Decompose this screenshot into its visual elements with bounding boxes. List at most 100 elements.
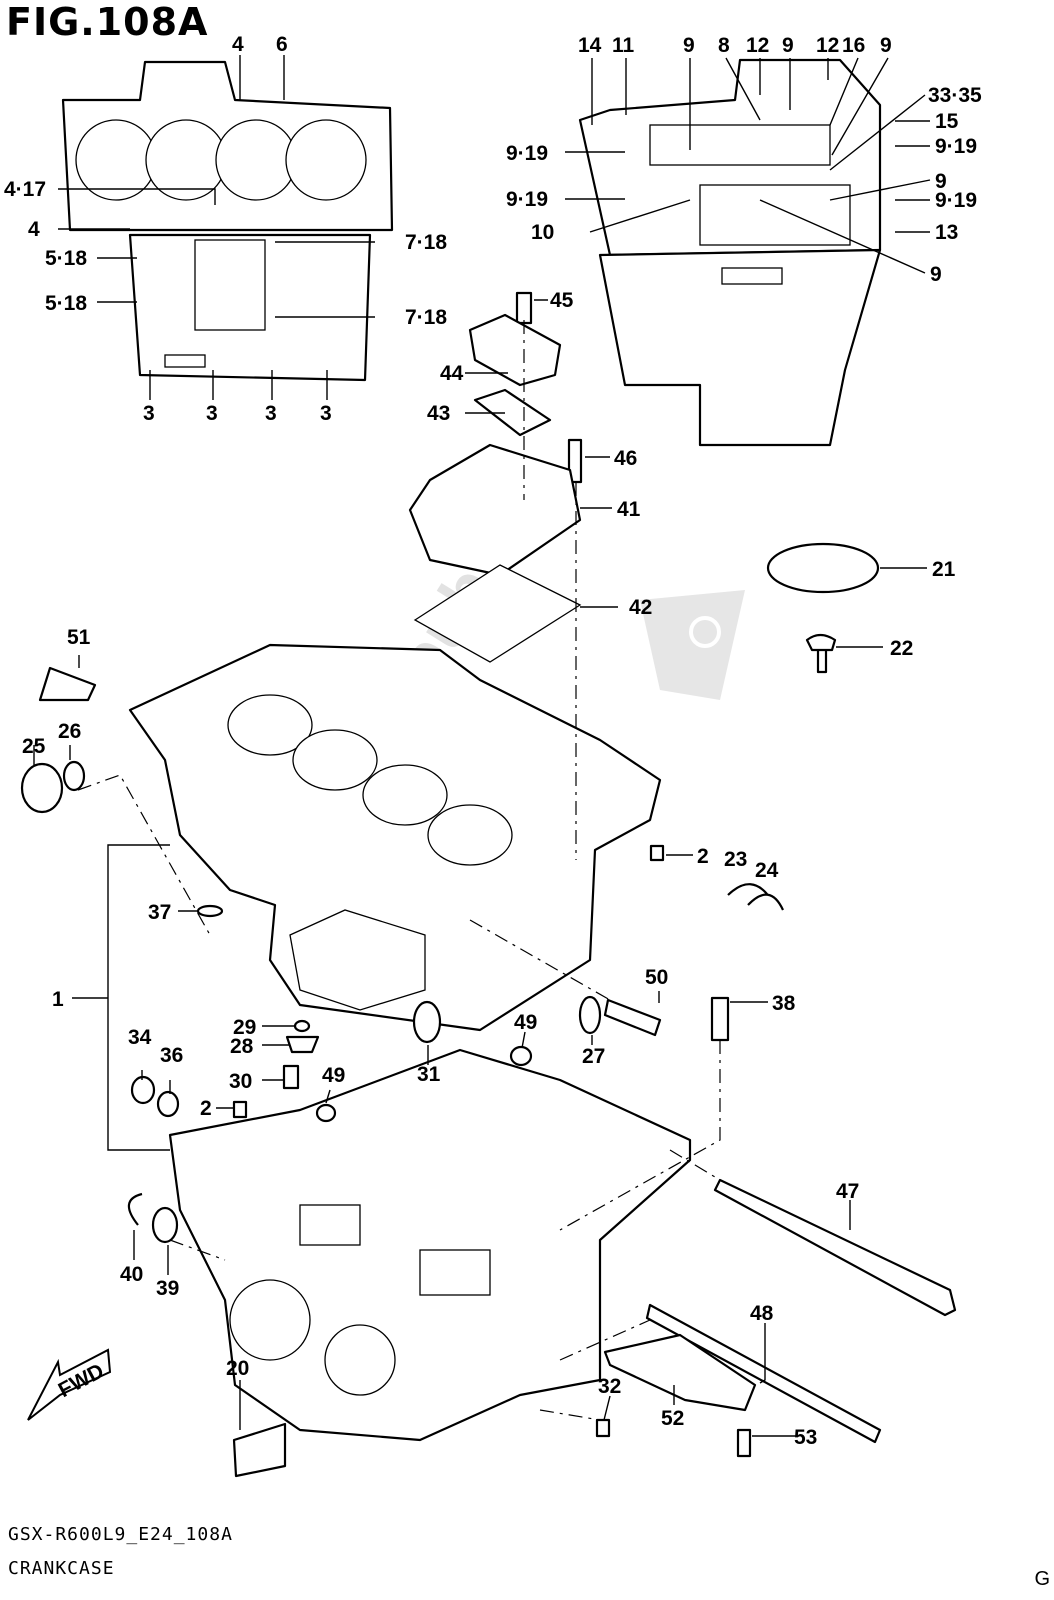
callout-10: 10: [531, 221, 554, 244]
bracket-28: [285, 1035, 320, 1054]
callout-5-18: 5·18: [45, 247, 87, 270]
callout-5-18: 5·18: [45, 292, 87, 315]
callout-14: 14: [578, 34, 602, 57]
callout-9-19: 9·19: [935, 189, 977, 212]
callout-29: 29: [233, 1016, 256, 1039]
callout-52: 52: [661, 1407, 684, 1430]
bolt-51: [38, 666, 97, 702]
callout-23: 23: [724, 848, 747, 871]
callout-9: 9: [782, 34, 794, 57]
callout-34: 34: [128, 1026, 152, 1049]
bolt-45: [515, 291, 533, 325]
callout-41: 41: [617, 498, 641, 521]
o-ring-37: [196, 904, 224, 918]
callout-15: 15: [935, 110, 959, 133]
callout-3: 3: [206, 402, 218, 425]
o-ring-36: [156, 1090, 180, 1118]
cap-44: [468, 313, 562, 387]
watermark-flag-icon: [640, 590, 745, 700]
callout-31: 31: [417, 1063, 441, 1086]
bolt-30: [282, 1064, 300, 1090]
screw-22: [805, 633, 837, 674]
plug-20: [232, 1422, 287, 1478]
dowel-2b: [232, 1100, 248, 1119]
callout-2: 2: [697, 845, 709, 868]
callout-30: 30: [229, 1070, 252, 1093]
callout-37: 37: [148, 901, 171, 924]
callout-36: 36: [160, 1044, 183, 1067]
callout-33-35: 33·35: [928, 84, 982, 107]
callout-labels: 4 6 4·17 4 5·18 5·18 7·18 7·18 3 3 3 3 1…: [4, 33, 982, 1449]
callout-22: 22: [890, 637, 913, 660]
callout-9: 9: [930, 263, 942, 286]
forward-arrow-icon: FWD: [27, 1348, 112, 1421]
gasket-42: [413, 564, 582, 663]
plate-52: [603, 1333, 757, 1412]
callout-20: 20: [226, 1357, 249, 1380]
callout-9-19: 9·19: [506, 188, 548, 211]
o-ring-21: [766, 542, 880, 594]
callout-9: 9: [935, 170, 947, 193]
callout-43: 43: [427, 402, 450, 425]
o-ring-26: [62, 760, 86, 792]
callout-1: 1: [52, 988, 64, 1011]
seal-31: [412, 1000, 442, 1044]
callout-9: 9: [683, 34, 695, 57]
callout-3: 3: [320, 402, 332, 425]
callout-3: 3: [265, 402, 277, 425]
plug-25: [20, 762, 64, 814]
bolt-46: [567, 438, 583, 484]
cap-39: [151, 1206, 179, 1244]
callout-9: 9: [880, 34, 892, 57]
callout-7-18: 7·18: [405, 231, 447, 254]
callout-53: 53: [794, 1426, 817, 1449]
callout-12: 12: [816, 34, 839, 57]
callout-47: 47: [836, 1180, 859, 1203]
dowel-2a: [649, 844, 665, 862]
callout-39: 39: [156, 1277, 179, 1300]
callout-51: 51: [67, 626, 91, 649]
callout-40: 40: [120, 1263, 143, 1286]
pin-38: [710, 996, 730, 1042]
lower-crankcase: [168, 1048, 692, 1442]
callout-4: 4: [232, 33, 244, 56]
callout-38: 38: [772, 992, 796, 1015]
callout-3: 3: [143, 402, 155, 425]
callout-6: 6: [276, 33, 288, 56]
washer-49a: [509, 1045, 533, 1067]
bolt-47: [713, 1178, 957, 1317]
callout-49: 49: [514, 1011, 537, 1034]
callout-28: 28: [230, 1035, 254, 1058]
plug-34: [130, 1075, 156, 1105]
callout-7-18: 7·18: [405, 306, 447, 329]
circlip-40: [127, 1192, 143, 1226]
breather-parts: [408, 291, 583, 663]
callout-21: 21: [932, 558, 956, 581]
washer-49b: [315, 1103, 337, 1123]
bearing-24: [747, 893, 784, 911]
figure-title: FIG.108A: [6, 0, 209, 44]
diagram-name: CRANKCASE: [8, 1558, 115, 1579]
dowel-32: [595, 1418, 611, 1438]
callout-48: 48: [750, 1302, 774, 1325]
callout-44: 44: [440, 362, 464, 385]
callout-2: 2: [200, 1097, 212, 1120]
callout-49: 49: [322, 1064, 345, 1087]
callout-26: 26: [58, 720, 81, 743]
diagram-code: GSX-R600L9_E24_108A: [8, 1524, 233, 1545]
cover-41: [408, 443, 582, 577]
callout-13: 13: [935, 221, 958, 244]
callout-9-19: 9·19: [506, 142, 548, 165]
callout-27: 27: [582, 1045, 605, 1068]
callout-25: 25: [22, 735, 46, 758]
bolt-48: [645, 1303, 882, 1444]
callout-46: 46: [614, 447, 637, 470]
o-ring-29: [293, 1019, 311, 1033]
upper-crankcase: [128, 643, 662, 1032]
callout-8: 8: [718, 34, 730, 57]
small-parts: [20, 666, 957, 1478]
callout-11: 11: [612, 34, 635, 57]
callout-45: 45: [550, 289, 574, 312]
plug-27: [578, 995, 602, 1035]
